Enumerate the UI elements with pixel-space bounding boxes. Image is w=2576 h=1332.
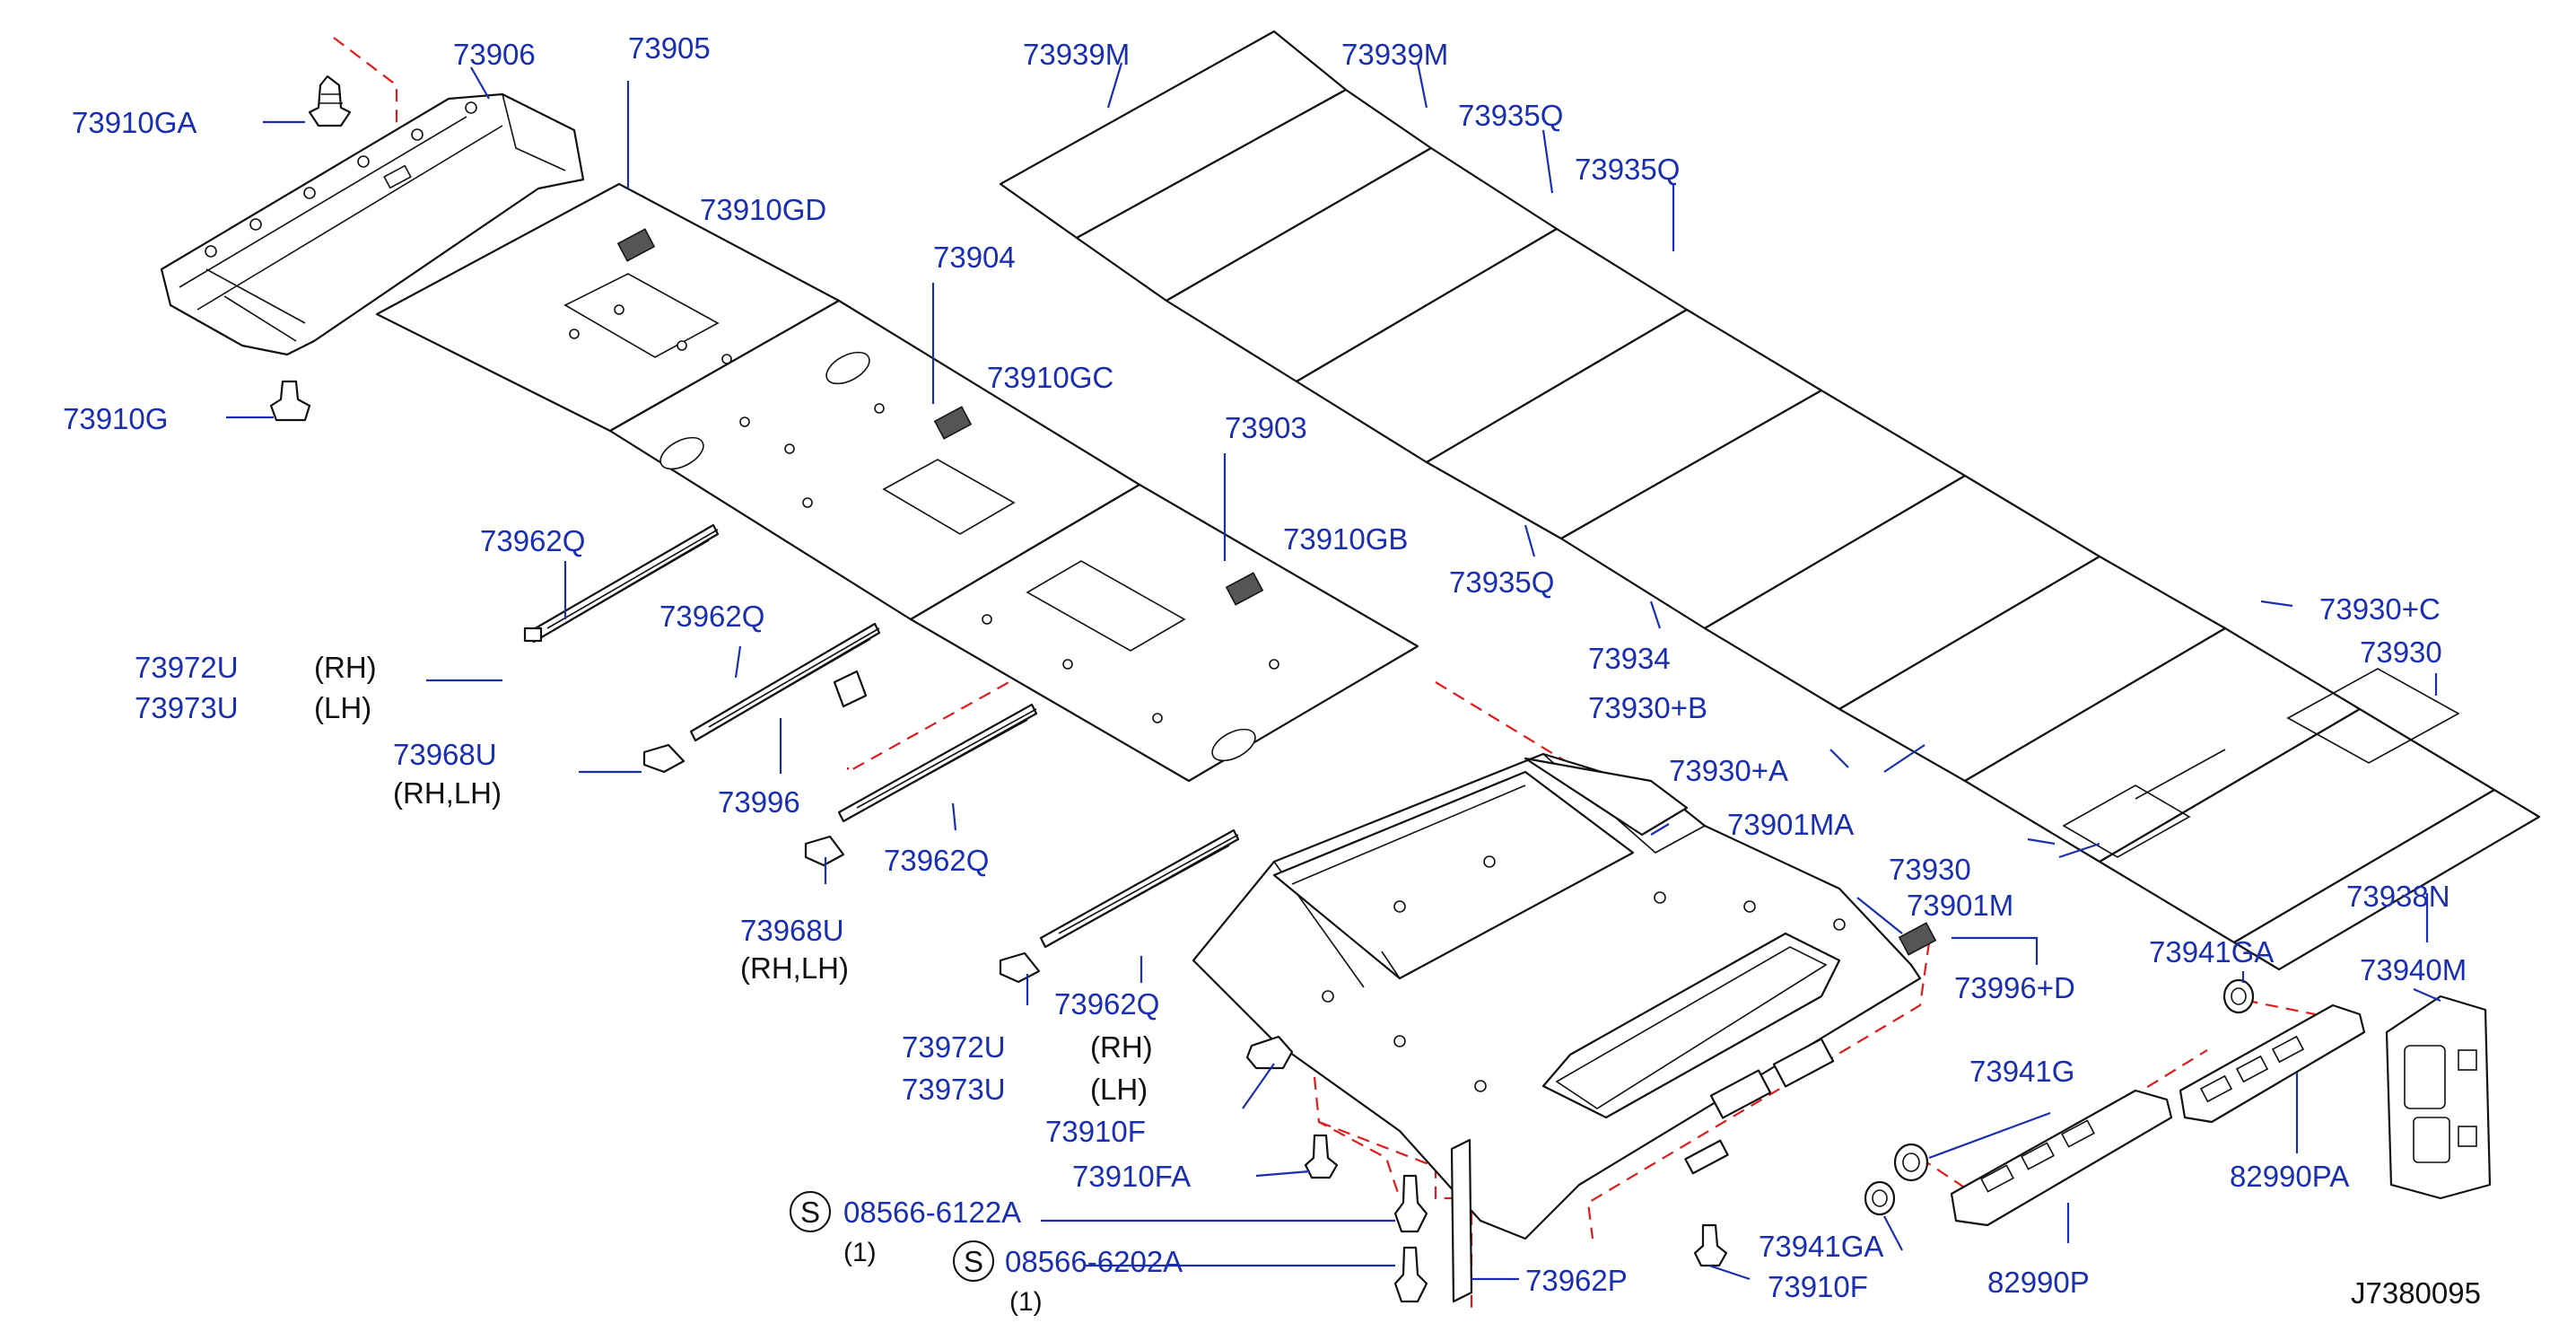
screw-08566-6122A	[1393, 1174, 1428, 1233]
label-lh-a: (LH)	[314, 691, 371, 724]
side-rail-73962Q-1	[523, 523, 720, 644]
bracket-73968U-1	[642, 743, 685, 774]
side-rail-73962Q-4	[1039, 828, 1240, 949]
clip-73910G	[269, 380, 311, 422]
label-rhlh-1: (RH,LH)	[393, 776, 502, 810]
clip-73910F-1	[1245, 1035, 1294, 1070]
leader-lines	[226, 62, 2441, 1281]
label-qty-2: (1)	[1009, 1287, 1043, 1317]
headliner-panel-73903	[909, 483, 1419, 783]
label-73910GB: 73910GB	[1283, 522, 1408, 556]
label-73996-D: 73996+D	[1954, 971, 2075, 1004]
label-73901MA: 73901MA	[1727, 808, 1854, 841]
headliner-panel-73905	[375, 182, 841, 433]
label-73996: 73996	[718, 785, 800, 819]
label-73930-B: 73930+B	[1588, 691, 1707, 724]
label-73962Q-4: 73962Q	[1054, 987, 1159, 1021]
label-73910GD: 73910GD	[700, 193, 826, 226]
label-73910FA: 73910FA	[1072, 1160, 1191, 1193]
label-73935Q-1: 73935Q	[1458, 99, 1563, 132]
rear-roof-bracket-73906	[160, 92, 585, 356]
clip-73996	[833, 670, 868, 708]
label-73939M-2: 73939M	[1341, 38, 1448, 71]
label-73910F-1: 73910F	[1045, 1115, 1146, 1148]
clip-73910GA	[308, 74, 352, 127]
grommet-73941GA-2	[1864, 1180, 1896, 1216]
label-73935Q-3: 73935Q	[1449, 565, 1554, 599]
label-73962Q-3: 73962Q	[884, 844, 989, 877]
label-73938N: 73938N	[2346, 880, 2450, 913]
headlining-73901M	[1192, 752, 1937, 1240]
label-73968U-2: 73968U	[740, 914, 844, 947]
label-qty-1: (1)	[843, 1238, 877, 1267]
grommet-73941GA-1	[2222, 978, 2255, 1014]
label-73941G: 73941G	[1969, 1055, 2074, 1088]
label-73901M: 73901M	[1907, 889, 2013, 922]
side-rail-73962Q-2	[689, 622, 881, 742]
label-73930-A: 73930+A	[1669, 754, 1788, 787]
label-73930-C: 73930+C	[2319, 592, 2441, 626]
screw-08566-6202A	[1393, 1246, 1428, 1303]
diagram-id: J7380095	[2351, 1276, 2481, 1310]
label-73940M: 73940M	[2360, 953, 2467, 986]
label-73904: 73904	[933, 241, 1016, 274]
label-73941GA-2: 73941GA	[1759, 1230, 1883, 1263]
label-73930-2: 73930	[1889, 853, 1971, 886]
grommet-73941G	[1893, 1143, 1929, 1182]
label-73910G: 73910G	[63, 402, 168, 435]
clip-73910FA	[1304, 1134, 1339, 1179]
label-73910GA: 73910GA	[72, 106, 196, 139]
console-82990PA	[2179, 1003, 2366, 1124]
label-73930-1: 73930	[2360, 635, 2442, 669]
supplied-part-marker-1	[790, 1191, 831, 1232]
label-73973U-b: 73973U	[902, 1073, 1006, 1106]
label-73962Q-1: 73962Q	[480, 524, 585, 557]
label-rh-a: (RH)	[314, 651, 377, 684]
part-labels: 73906 73905 73910GA 73910GD 73910G 73904…	[63, 31, 2481, 1317]
label-73905: 73905	[628, 31, 711, 65]
side-rail-73962Q-3	[837, 703, 1038, 823]
label-rhlh-2: (RH,LH)	[740, 951, 849, 985]
label-rh-b: (RH)	[1090, 1030, 1153, 1064]
label-08566-6202A: 08566-6202A	[1005, 1245, 1183, 1278]
label-73910GC: 73910GC	[987, 361, 1113, 394]
label-82990P: 82990P	[1987, 1266, 2090, 1299]
label-82990PA: 82990PA	[2230, 1160, 2349, 1193]
console-82990P	[1950, 1089, 2173, 1227]
label-73973U-a: 73973U	[135, 691, 239, 724]
label-73903: 73903	[1225, 411, 1307, 444]
label-73935Q-2: 73935Q	[1575, 153, 1680, 186]
label-73934: 73934	[1588, 642, 1671, 675]
label-73962P: 73962P	[1525, 1264, 1628, 1297]
headliner-panel-73904	[608, 299, 1141, 621]
bracket-73972U	[999, 951, 1041, 984]
clip-73910F-2	[1693, 1223, 1728, 1267]
roof-panels-strip	[999, 30, 2541, 971]
label-73941GA-1: 73941GA	[2149, 935, 2274, 968]
bracket-73940M	[2385, 995, 2492, 1200]
label-73968U-1: 73968U	[393, 738, 497, 771]
bracket-73968U-2	[804, 835, 845, 867]
label-73962Q-2: 73962Q	[659, 600, 764, 633]
strip-73962P	[1450, 1138, 1473, 1303]
supplied-part-marker-2	[953, 1240, 994, 1282]
label-08566-6122A: 08566-6122A	[843, 1196, 1021, 1229]
label-73972U-a: 73972U	[135, 651, 239, 684]
label-73939M-1: 73939M	[1023, 38, 1130, 71]
label-73906: 73906	[453, 38, 536, 71]
marker-s-1: S	[800, 1196, 820, 1229]
label-73910F-2: 73910F	[1768, 1270, 1868, 1303]
marker-s-2: S	[964, 1245, 983, 1278]
label-lh-b: (LH)	[1090, 1073, 1148, 1106]
label-73972U-b: 73972U	[902, 1030, 1006, 1064]
